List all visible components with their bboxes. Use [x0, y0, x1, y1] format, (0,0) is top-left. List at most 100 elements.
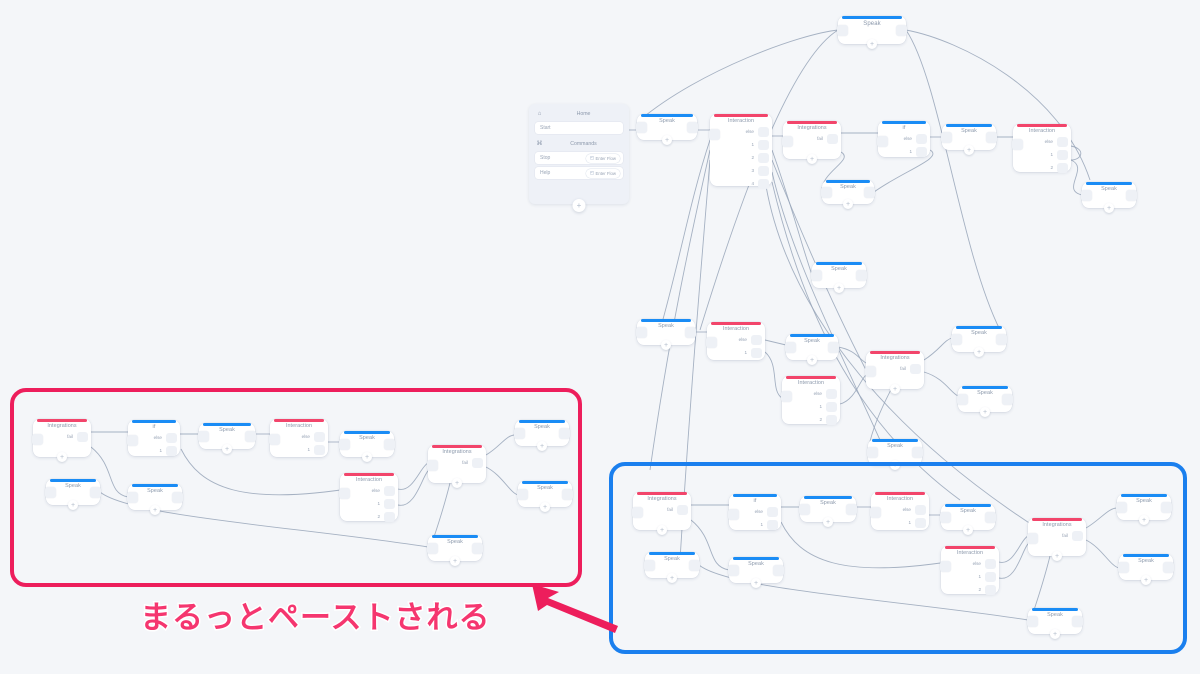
node-add-button[interactable]: +	[661, 340, 671, 350]
node-port-handle[interactable]	[910, 364, 921, 375]
node-add-button[interactable]: +	[1104, 203, 1114, 213]
node-input-port[interactable]	[941, 132, 952, 143]
node-port-1[interactable]: 1	[878, 147, 930, 158]
node-port-handle[interactable]	[826, 402, 837, 413]
node-input-port[interactable]	[728, 509, 739, 520]
node-output-port[interactable]	[689, 560, 700, 571]
node-port-1[interactable]: 1	[128, 446, 180, 457]
node-port-else[interactable]: else	[128, 433, 180, 444]
flow-node-speak[interactable]: Speak+	[785, 334, 839, 365]
node-output-port[interactable]	[559, 428, 570, 439]
node-port-handle[interactable]	[758, 127, 769, 138]
node-port-fail[interactable]: fail	[866, 364, 924, 375]
node-add-button[interactable]: +	[68, 500, 78, 510]
node-output-port[interactable]	[245, 431, 256, 442]
node-add-button[interactable]: +	[1141, 575, 1151, 585]
node-port-handle[interactable]	[916, 147, 927, 158]
node-add-button[interactable]: +	[890, 384, 900, 394]
node-output-port[interactable]	[687, 122, 698, 133]
node-input-port[interactable]	[957, 394, 968, 405]
node-input-port[interactable]	[339, 488, 350, 499]
node-output-port[interactable]	[685, 327, 696, 338]
node-output-port[interactable]	[172, 492, 183, 503]
flow-node-speak[interactable]: Speak+	[636, 319, 696, 350]
node-output-port[interactable]	[864, 187, 875, 198]
node-add-button[interactable]: +	[1139, 515, 1149, 525]
node-input-port[interactable]	[644, 560, 655, 571]
node-input-port[interactable]	[198, 431, 209, 442]
node-add-button[interactable]: +	[974, 347, 984, 357]
panel-add-button[interactable]: +	[572, 199, 586, 212]
node-output-port[interactable]	[562, 489, 573, 500]
node-port-1[interactable]: 1	[729, 520, 781, 531]
node-add-button[interactable]: +	[450, 556, 460, 566]
enter-flow-button-help[interactable]: ◰ Enter Flow	[585, 168, 620, 178]
node-output-port[interactable]	[384, 439, 395, 450]
node-add-button[interactable]: +	[1052, 551, 1062, 561]
node-port-2[interactable]: 2	[710, 153, 772, 164]
flow-node-speak[interactable]: Speak+	[45, 479, 101, 510]
node-output-port[interactable]	[856, 270, 867, 281]
node-port-1[interactable]: 1	[782, 402, 840, 413]
node-port-else[interactable]: else	[729, 507, 781, 518]
node-input-port[interactable]	[636, 327, 647, 338]
node-port-1[interactable]: 1	[1013, 150, 1071, 161]
flow-node-speak[interactable]: Speak+	[1027, 608, 1083, 639]
node-port-handle[interactable]	[915, 505, 926, 516]
node-input-port[interactable]	[877, 136, 888, 147]
node-port-handle[interactable]	[767, 507, 778, 518]
panel-row-help[interactable]: Help ◰ Enter Flow	[535, 167, 623, 179]
node-port-fail[interactable]: fail	[428, 458, 486, 469]
flow-node-speak[interactable]: Speak+	[1081, 182, 1137, 213]
flow-node-speak[interactable]: Speak+	[940, 504, 996, 535]
node-port-2[interactable]: 2	[941, 585, 999, 596]
node-port-handle[interactable]	[384, 512, 395, 523]
node-output-port[interactable]	[828, 342, 839, 353]
node-input-port[interactable]	[870, 507, 881, 518]
node-input-port[interactable]	[785, 342, 796, 353]
node-add-button[interactable]: +	[807, 355, 817, 365]
flow-node-speak[interactable]: Speak+	[198, 423, 256, 454]
flow-node-speak[interactable]: Speak+	[951, 326, 1007, 357]
node-add-button[interactable]: +	[963, 525, 973, 535]
node-port-else[interactable]: else	[878, 134, 930, 145]
flow-node-speak[interactable]: Speak+	[427, 535, 483, 566]
node-port-handle[interactable]	[767, 520, 778, 531]
node-port-handle[interactable]	[751, 348, 762, 359]
node-port-else[interactable]: else	[270, 432, 328, 443]
node-add-button[interactable]: +	[657, 525, 667, 535]
node-input-port[interactable]	[867, 447, 878, 458]
node-port-handle[interactable]	[166, 433, 177, 444]
node-port-handle[interactable]	[677, 505, 688, 516]
node-output-port[interactable]	[896, 25, 907, 36]
node-port-handle[interactable]	[314, 432, 325, 443]
node-port-handle[interactable]	[826, 389, 837, 400]
node-input-port[interactable]	[32, 434, 43, 445]
node-port-handle[interactable]	[384, 499, 395, 510]
node-input-port[interactable]	[1027, 616, 1038, 627]
node-port-handle[interactable]	[77, 432, 88, 443]
node-output-port[interactable]	[986, 132, 997, 143]
node-port-handle[interactable]	[827, 134, 838, 145]
node-port-handle[interactable]	[758, 179, 769, 190]
enter-flow-button-stop[interactable]: ◰ Enter Flow	[585, 153, 620, 163]
flow-node-speak[interactable]: Speak+	[514, 420, 570, 451]
node-port-handle[interactable]	[985, 559, 996, 570]
node-input-port[interactable]	[632, 507, 643, 518]
node-port-handle[interactable]	[826, 415, 837, 426]
flow-node-speak[interactable]: Speak+	[1116, 494, 1172, 525]
flow-node-speak[interactable]: Speak+	[867, 439, 923, 470]
flow-node-speak[interactable]: Speak+	[957, 386, 1013, 417]
node-port-1[interactable]: 1	[871, 518, 929, 529]
panel-row-stop[interactable]: Stop ◰ Enter Flow	[535, 152, 623, 164]
node-output-port[interactable]	[985, 512, 996, 523]
node-input-port[interactable]	[514, 428, 525, 439]
flow-node-speak[interactable]: Speak+	[728, 557, 784, 588]
node-port-handle[interactable]	[916, 134, 927, 145]
